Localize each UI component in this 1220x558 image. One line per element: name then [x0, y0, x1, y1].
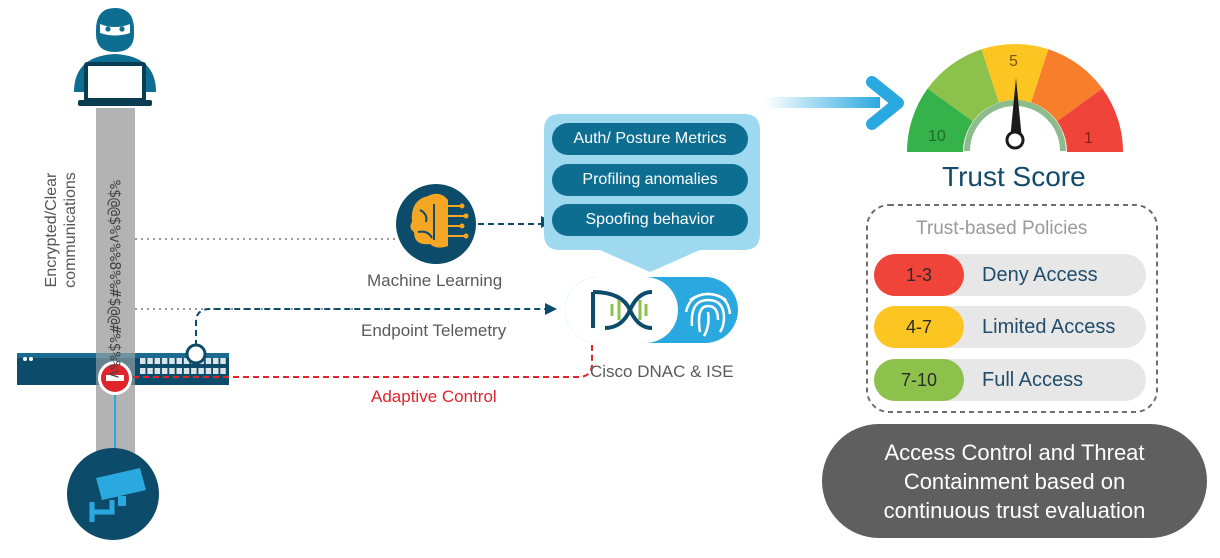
- adaptive-label: Adaptive Control: [371, 387, 497, 406]
- trust-score-title: Trust Score: [942, 161, 1086, 192]
- metric-spoofing: Spoofing behavior: [552, 204, 748, 236]
- ml-label: Machine Learning: [367, 271, 503, 290]
- telemetry-arrowhead: [545, 303, 557, 315]
- switch-port: [154, 358, 161, 364]
- policy-label-limited: Limited Access: [982, 316, 1116, 338]
- gauge-segment-red: [1057, 88, 1123, 152]
- camera-icon: [67, 448, 159, 540]
- policy-label-full: Full Access: [982, 369, 1084, 391]
- policies-box: [866, 204, 1158, 413]
- gauge-segment-green: [907, 88, 973, 152]
- gauge-label-mid: 5: [1009, 53, 1018, 70]
- switch-port: [154, 368, 161, 374]
- policy-row-limited: 4-7 Limited Access: [874, 306, 1146, 348]
- policy-range-limited: 4-7: [874, 306, 964, 348]
- policy-range-full: 7-10: [874, 359, 964, 401]
- ml-dashed-link: [478, 222, 543, 225]
- block-icon: [98, 361, 132, 395]
- trust-gauge: [907, 44, 1123, 152]
- metric-profiling: Profiling anomalies: [552, 164, 748, 196]
- gauge-label-high: 10: [928, 128, 946, 145]
- score-arrow-trail: [765, 97, 880, 108]
- switch-port: [161, 358, 168, 364]
- gauge-segment-lightgreen: [927, 49, 999, 122]
- switch-port: [183, 368, 190, 374]
- policy-label-deny: Deny Access: [982, 264, 1098, 286]
- policy-row-deny: 1-3 Deny Access: [874, 254, 1146, 296]
- telemetry-path: [195, 308, 545, 346]
- summary-text: Access Control and Threat Containment ba…: [883, 440, 1146, 523]
- gauge-label-low: 1: [1084, 130, 1093, 147]
- switch-port: [176, 358, 182, 364]
- switch-port: [147, 368, 153, 374]
- switch-port: [220, 358, 226, 364]
- switch-port: [176, 368, 182, 374]
- switch-port: [213, 358, 219, 364]
- summary-bubble: [822, 424, 1207, 538]
- platform-label: Cisco DNAC & ISE: [590, 362, 734, 381]
- switch-port: [191, 368, 197, 374]
- adaptive-path: [133, 345, 593, 378]
- switch-port: [140, 368, 146, 374]
- switch-port: [140, 358, 146, 364]
- comm-label: Encrypted/Clear communications: [43, 172, 79, 288]
- switch-port: [205, 358, 212, 364]
- hacker-icon: [74, 8, 156, 106]
- switch-port: [161, 368, 168, 374]
- switch-port: [169, 358, 175, 364]
- policy-range-deny: 1-3: [874, 254, 964, 296]
- score-arrow-head: [866, 76, 904, 130]
- data-stream: %$@@$%v%%8%%#$@@#%$%%v: [106, 180, 124, 379]
- tap-point: [185, 343, 207, 365]
- switch-port: [205, 368, 212, 374]
- gauge-segment-orange: [1031, 49, 1103, 122]
- machine-learning-icon: [396, 184, 476, 264]
- switch-port: [169, 368, 175, 374]
- gauge-hub: [1005, 130, 1025, 150]
- switch-port: [198, 368, 204, 374]
- metric-auth-posture: Auth/ Posture Metrics: [552, 123, 748, 155]
- switch-port: [213, 368, 219, 374]
- switch-port: [147, 358, 153, 364]
- gauge-needle: [1010, 78, 1022, 140]
- dnac-ise-logo: [565, 277, 738, 343]
- fingerprint-icon: [684, 292, 732, 337]
- gauge-segment-yellow: [981, 44, 1049, 103]
- policies-title: Trust-based Policies: [916, 218, 1088, 239]
- switch-port: [220, 368, 226, 374]
- switch-port: [183, 358, 190, 364]
- telemetry-label: Endpoint Telemetry: [361, 321, 507, 340]
- policy-row-full: 7-10 Full Access: [874, 359, 1146, 401]
